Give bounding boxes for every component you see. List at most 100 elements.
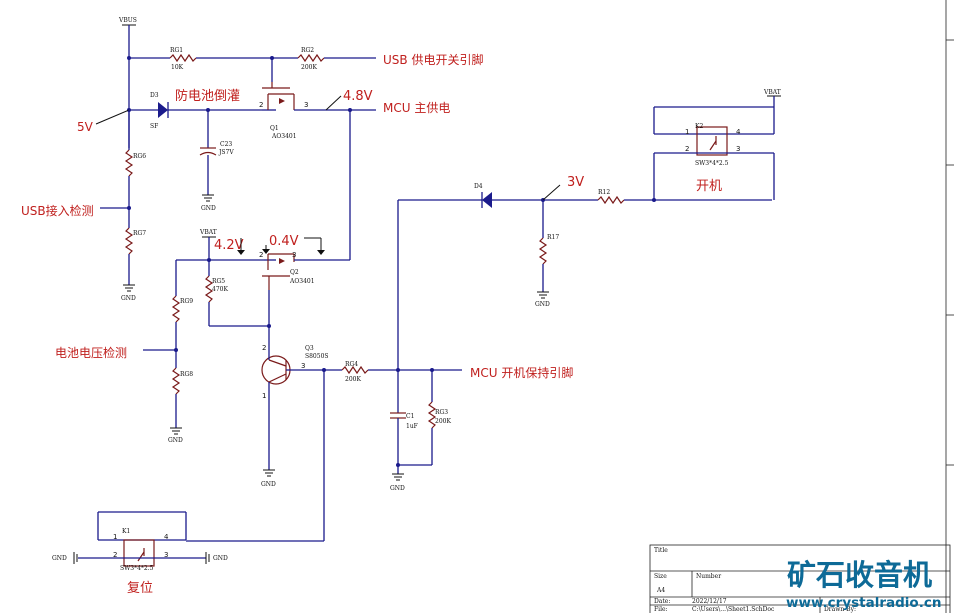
reset-label: 复位 (127, 581, 153, 596)
resistor-rg1 (169, 53, 197, 63)
resistor-rg7 (124, 227, 134, 255)
rg5-val: 470K (212, 286, 228, 293)
svg-text:3: 3 (736, 145, 740, 153)
svg-text:2: 2 (113, 551, 117, 559)
c1-val: 1uF (406, 423, 418, 430)
rg4-val: 200K (345, 376, 361, 383)
resistor-rg2 (297, 53, 325, 63)
svg-text:2: 2 (262, 344, 266, 352)
five-v-label: 5V (77, 120, 94, 134)
tb-title: Title (654, 547, 668, 554)
gnd-symbol-q3: GND (261, 469, 276, 488)
svg-text:VBAT: VBAT (199, 229, 217, 236)
svg-text:GND: GND (261, 481, 276, 488)
q1-ref: Q1 (270, 125, 279, 132)
tb-drawn: Drawn By: (824, 606, 856, 613)
tb-file-val: C:\Users\...\Sheet1.SchDoc (692, 606, 775, 613)
k1-val: SW3*4*2.5 (120, 565, 154, 572)
rg6-ref: RG6 (133, 153, 146, 160)
mosfet-q1 (262, 58, 295, 111)
svg-text:4: 4 (164, 533, 169, 541)
vbus-label: VBUS (118, 17, 137, 24)
mcu-hold-pin-label: MCU 开机保持引脚 (470, 365, 573, 380)
svg-text:VBAT: VBAT (763, 89, 781, 96)
rg8-ref: RG8 (180, 371, 193, 378)
k1-ref: K1 (122, 528, 130, 535)
svg-text:4: 4 (736, 128, 741, 136)
r12-ref: R12 (598, 189, 610, 196)
mcu-supply-label: MCU 主供电 (383, 101, 450, 115)
rg3-val: 200K (435, 418, 451, 425)
rg4-ref: RG4 (345, 361, 358, 368)
v04-label: 0.4V (269, 234, 299, 249)
rg5-ref: RG5 (212, 278, 225, 285)
resistor-rg8 (171, 367, 181, 395)
v3-label: 3V (567, 175, 584, 190)
q1-val: AO3401 (271, 133, 297, 140)
tb-date-val: 2022/12/17 (692, 598, 727, 605)
rg7-ref: RG7 (133, 230, 146, 237)
svg-text:GND: GND (168, 437, 183, 444)
svg-text:2: 2 (259, 101, 263, 109)
resistor-rg6 (124, 149, 134, 177)
rg2-val: 200K (301, 64, 317, 71)
svg-text:GND: GND (201, 205, 216, 212)
tb-size: Size (654, 573, 667, 580)
svg-text:2: 2 (259, 251, 263, 259)
switch-k1[interactable] (123, 539, 155, 567)
rg1-ref: RG1 (170, 47, 183, 54)
resistor-r12 (597, 195, 625, 205)
svg-text:1: 1 (113, 533, 117, 541)
tb-number: Number (696, 573, 721, 580)
c23-val: JS7V (218, 149, 234, 156)
k2-ref: K2 (695, 123, 703, 130)
svg-text:3: 3 (164, 551, 168, 559)
vbat-power-port-top: VBAT (763, 89, 781, 97)
resistor-r17 (538, 237, 548, 265)
reverse-protect-label: 防电池倒灌 (175, 88, 240, 104)
resistor-rg9 (171, 295, 181, 323)
svg-text:GND: GND (52, 555, 67, 562)
c1-ref: C1 (406, 413, 414, 420)
tb-date: Date: (654, 598, 670, 605)
gnd-symbol-rg7: GND (121, 284, 136, 302)
battery-detect-label: 电池电压检测 (55, 345, 127, 360)
watermark-logo: 矿石收音机 www.crystalradio.cn (786, 558, 941, 611)
switch-k2[interactable] (696, 126, 728, 156)
watermark-cn: 矿石收音机 (787, 558, 932, 592)
d3-val: SF (150, 123, 158, 130)
rg9-ref: RG9 (180, 298, 193, 305)
resistor-rg3 (427, 401, 437, 429)
svg-text:3: 3 (292, 251, 296, 259)
gnd-symbol-k1-right: GND (205, 552, 228, 564)
svg-text:GND: GND (121, 295, 136, 302)
rg2-ref: RG2 (301, 47, 314, 54)
d3-ref: D3 (150, 92, 159, 99)
diode-d4 (481, 192, 492, 208)
transistor-q3 (261, 345, 342, 470)
usb-detect-label: USB接入检测 (21, 203, 94, 218)
usb-switch-pin-label: USB 供电开关引脚 (383, 52, 483, 67)
tb-size-val: A4 (656, 587, 665, 594)
gnd-symbol-c1: GND (390, 473, 405, 492)
gnd-symbol-k1-left: GND (52, 552, 78, 564)
svg-text:3: 3 (304, 101, 308, 109)
rg3-ref: RG3 (435, 409, 448, 416)
mosfet-q2 (262, 253, 295, 290)
q2-ref: Q2 (290, 269, 299, 276)
diode-d3 (158, 102, 169, 118)
svg-text:1: 1 (262, 392, 266, 400)
five-v-arrow (95, 109, 130, 125)
q3-val: S8050S (305, 353, 329, 360)
gnd-symbol-r17: GND (535, 291, 550, 308)
vbus-power-port: VBUS (118, 17, 137, 26)
r17-ref: R17 (547, 234, 559, 241)
d4-ref: D4 (474, 183, 483, 190)
svg-text:3: 3 (301, 362, 305, 370)
gnd-symbol-rg8: GND (168, 427, 183, 444)
k2-val: SW3*4*2.5 (695, 160, 729, 167)
tb-file: File: (654, 606, 668, 613)
resistor-rg4 (341, 365, 369, 375)
vbat-power-port-mid: VBAT (199, 229, 217, 238)
